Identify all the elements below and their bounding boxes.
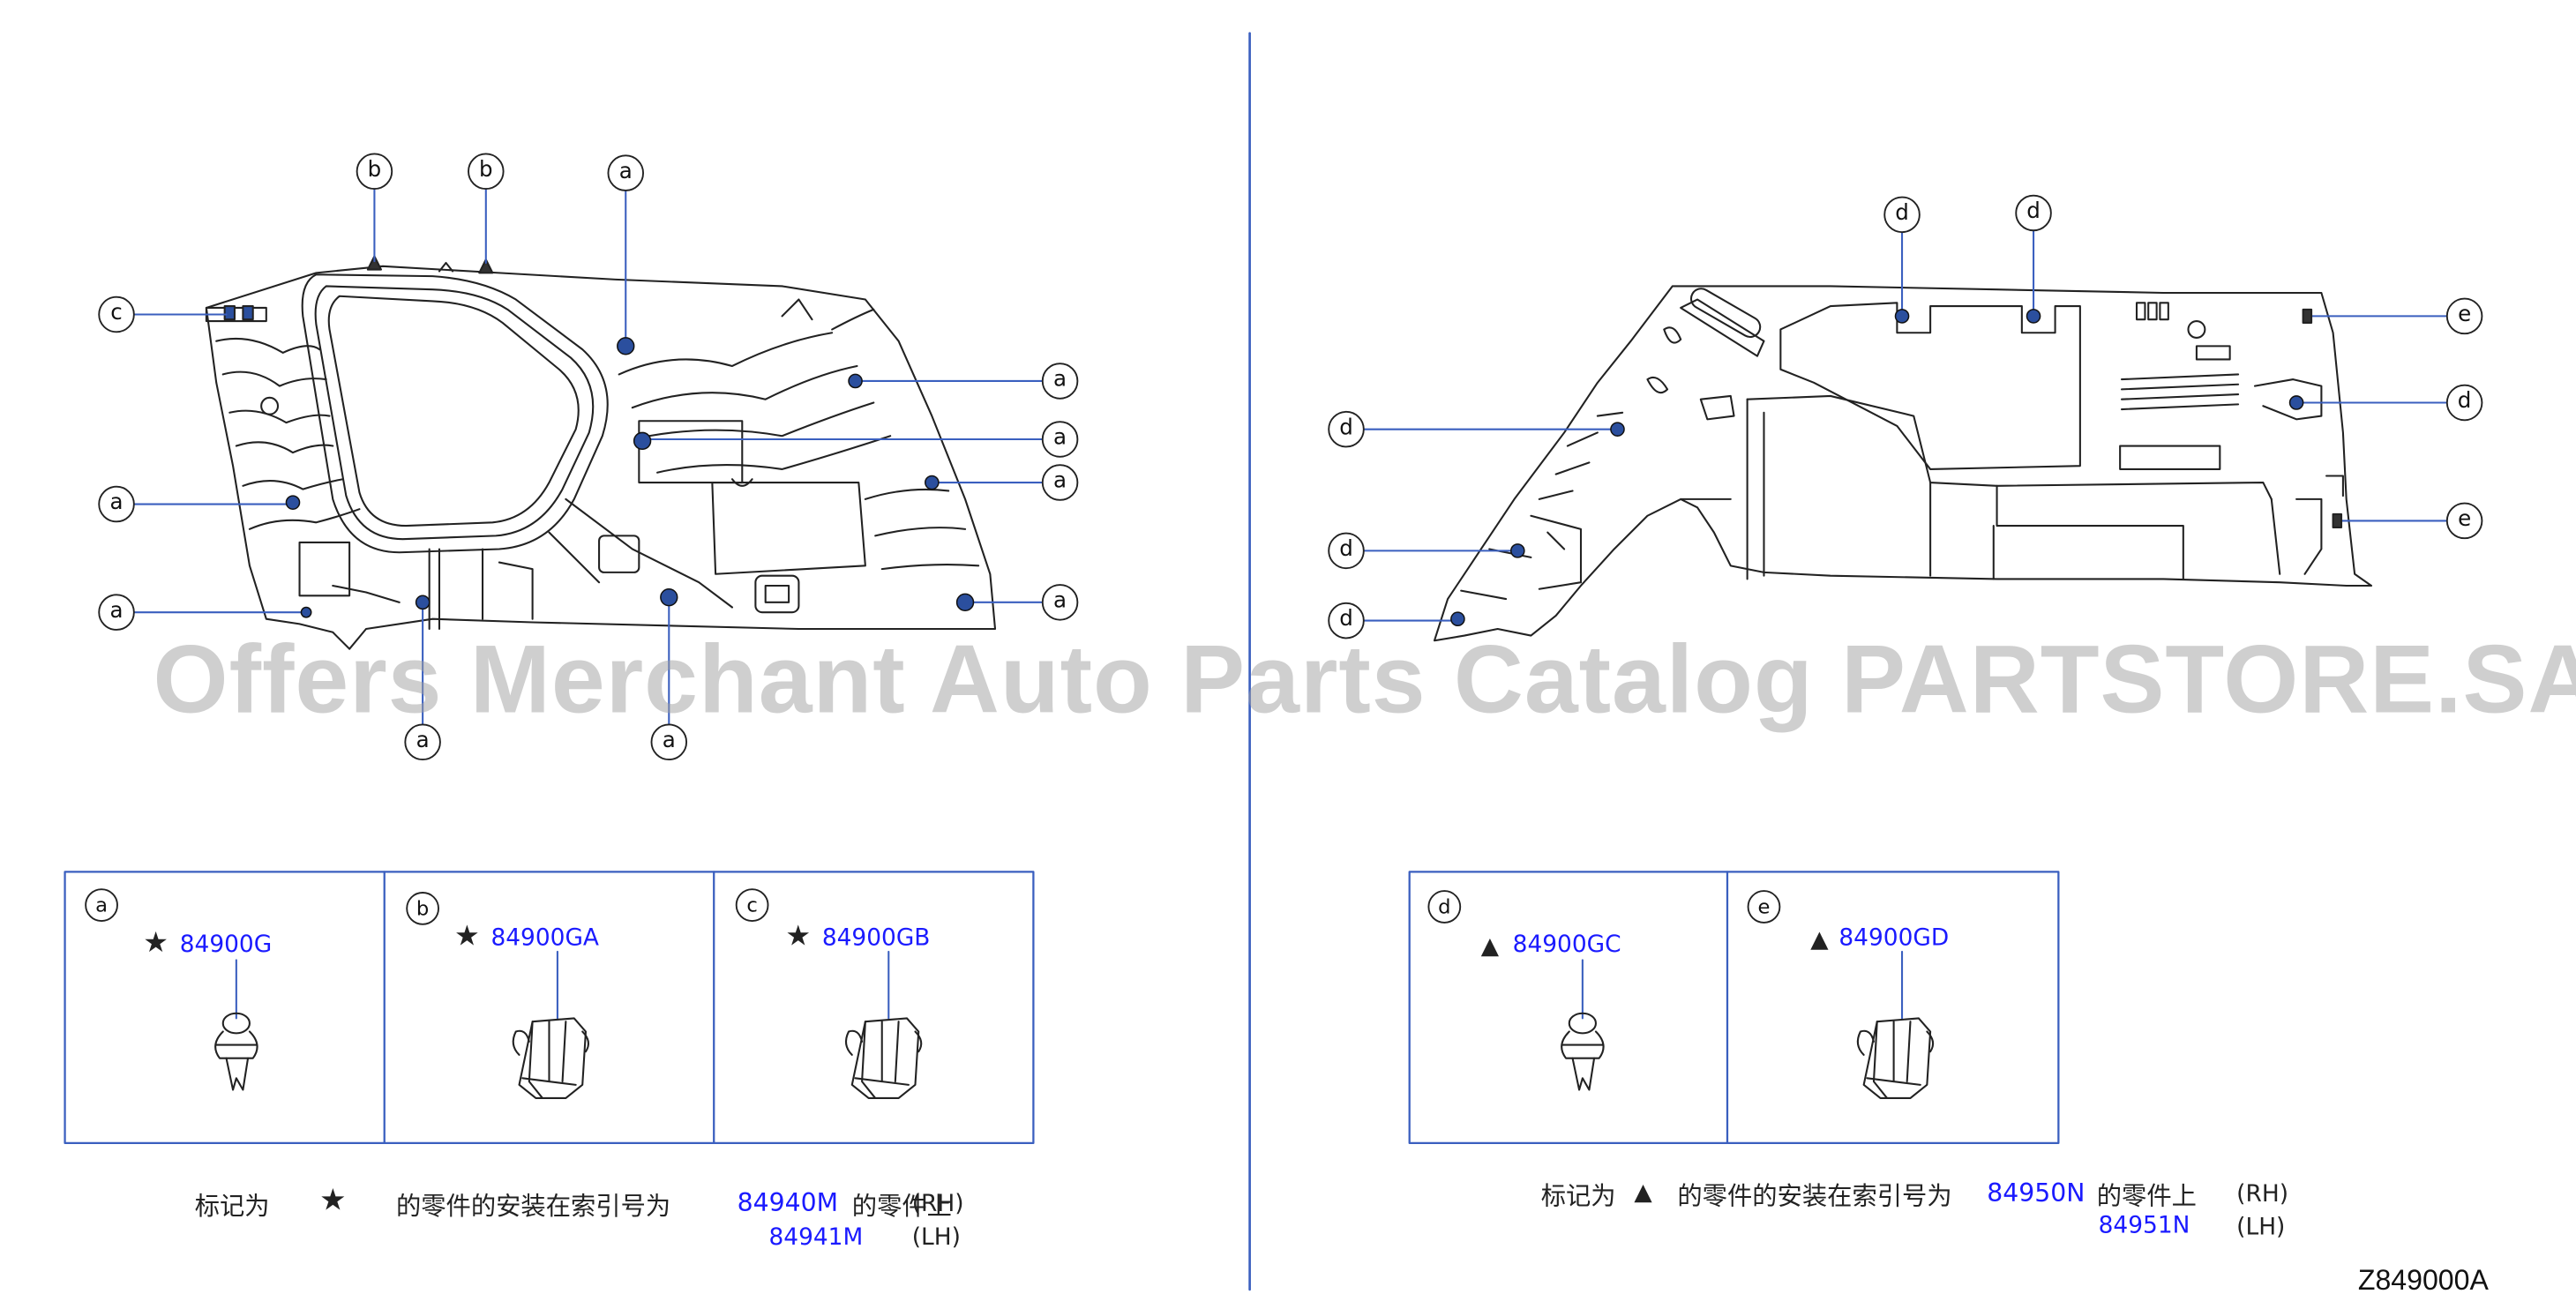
callout-e: e [2445, 297, 2483, 335]
note-rh: (RH) [2236, 1181, 2289, 1208]
part-number-84940M[interactable]: 84940M [737, 1187, 839, 1218]
callout-d: d [2015, 194, 2052, 232]
note-middle: 的零件的安装在索引号为 [395, 1191, 671, 1222]
callout-b: b [356, 153, 393, 191]
clip-c-illustration [844, 1017, 923, 1099]
callout-d: d [1328, 602, 1365, 640]
legend-letter-b: b [406, 892, 439, 925]
part-number-84941M[interactable]: 84941M [768, 1224, 864, 1252]
callout-a: a [1041, 421, 1079, 458]
note-prefix: 标记为 [194, 1191, 270, 1222]
legend-letter-d: d [1427, 890, 1462, 924]
part-number-84900GC[interactable]: 84900GC [1512, 931, 1621, 959]
right-trim-panel [1433, 285, 2373, 642]
callout-e: e [2445, 502, 2483, 540]
callout-a: a [404, 723, 441, 761]
note-suffix: 的零件上 [851, 1191, 952, 1222]
clip-a-illustration [214, 1012, 258, 1091]
part-number-84900G[interactable]: 84900G [179, 931, 273, 959]
note-suffix: 的零件上 [2096, 1181, 2197, 1212]
star-mark: ★ [785, 920, 812, 954]
callout-d: d [1883, 196, 1921, 234]
callout-d: d [2445, 384, 2483, 422]
part-number-84900GD[interactable]: 84900GD [1838, 924, 1950, 952]
clip-d-illustration [1561, 1012, 1605, 1091]
part-number-84900GB[interactable]: 84900GB [821, 924, 931, 952]
clip-b-illustration [512, 1017, 590, 1099]
note-lh: (LH) [2236, 1214, 2286, 1242]
left-trim-panel [205, 255, 997, 650]
part-number-84900GA[interactable]: 84900GA [490, 924, 600, 952]
note-lh: (LH) [911, 1224, 961, 1252]
note-rh: (RH) [911, 1191, 964, 1218]
triangle-mark: ▲ [1810, 926, 1829, 954]
star-mark: ★ [319, 1183, 347, 1218]
callout-a: a [1041, 464, 1079, 501]
callout-d: d [1328, 410, 1365, 448]
callout-a: a [650, 723, 688, 761]
legend-letter-e: e [1747, 890, 1781, 924]
callout-a: a [1041, 584, 1079, 621]
callout-a: a [98, 485, 135, 523]
callout-a: a [1041, 363, 1079, 400]
triangle-mark: ▲ [1480, 933, 1500, 961]
note-middle: 的零件的安装在索引号为 [1677, 1181, 1952, 1212]
triangle-mark: ▲ [1634, 1179, 1652, 1207]
callout-c: c [98, 295, 135, 333]
star-mark: ★ [453, 920, 480, 954]
legend-letter-a: a [85, 888, 118, 923]
clip-e-illustration [1856, 1017, 1935, 1099]
note-prefix: 标记为 [1540, 1181, 1616, 1212]
part-number-84951N[interactable]: 84951N [2098, 1213, 2190, 1240]
callout-a: a [98, 594, 135, 631]
reference-code: Z849000A [2357, 1264, 2489, 1297]
part-number-84950N[interactable]: 84950N [1987, 1178, 2086, 1208]
callout-a: a [607, 154, 644, 191]
watermark: Offers Merchant Auto Parts Catalog PARTS… [153, 625, 2576, 734]
callout-d: d [1328, 532, 1365, 570]
legend-letter-c: c [735, 888, 769, 923]
star-mark: ★ [143, 926, 168, 961]
callout-b: b [468, 153, 505, 191]
